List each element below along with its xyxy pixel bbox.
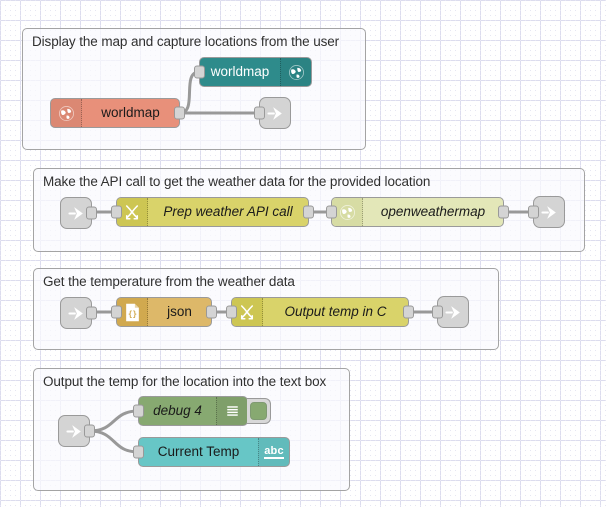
debug-toggle-button[interactable] xyxy=(247,398,271,424)
link-in-icon xyxy=(65,424,81,438)
output-port[interactable] xyxy=(86,306,97,320)
group-label: Display the map and capture locations fr… xyxy=(32,34,340,49)
output-port[interactable] xyxy=(174,106,185,120)
output-port[interactable] xyxy=(84,424,95,438)
node-label: Output temp in C xyxy=(284,304,387,319)
globe-icon xyxy=(332,198,363,226)
output-port[interactable] xyxy=(86,206,97,220)
input-port[interactable] xyxy=(194,65,205,79)
node-label: worldmap xyxy=(210,64,270,79)
group-display-map[interactable]: Display the map and capture locations fr… xyxy=(22,28,366,150)
json-icon: {} xyxy=(117,298,148,326)
output-port[interactable] xyxy=(303,205,314,219)
group-label: Get the temperature from the weather dat… xyxy=(43,274,295,289)
node-link-out-3[interactable] xyxy=(432,296,469,328)
node-json[interactable]: {} json xyxy=(111,297,217,327)
node-openweathermap[interactable]: openweathermap xyxy=(326,197,509,227)
node-link-out-1[interactable] xyxy=(254,97,291,129)
node-prep-weather-api-call[interactable]: Prep weather API call xyxy=(111,197,314,227)
node-output-temp-in-c[interactable]: Output temp in C xyxy=(226,297,414,327)
node-label: debug 4 xyxy=(153,403,202,418)
node-label: Prep weather API call xyxy=(163,204,293,219)
input-port[interactable] xyxy=(528,205,539,219)
link-out-icon xyxy=(540,205,556,219)
globe-icon xyxy=(51,99,82,127)
link-out-icon xyxy=(444,305,460,319)
function-icon xyxy=(117,198,148,226)
function-icon xyxy=(232,298,263,326)
node-label: Current Temp xyxy=(157,444,240,459)
svg-text:{}: {} xyxy=(127,309,136,318)
output-port[interactable] xyxy=(498,205,509,219)
output-port[interactable] xyxy=(403,305,414,319)
globe-icon xyxy=(280,58,311,86)
group-get-temp[interactable]: Get the temperature from the weather dat… xyxy=(33,268,499,350)
node-link-out-2[interactable] xyxy=(528,196,565,228)
link-in-icon xyxy=(67,206,83,220)
node-link-in-3[interactable] xyxy=(60,297,97,329)
node-current-temp[interactable]: Current Temp abc xyxy=(133,437,290,467)
input-port[interactable] xyxy=(133,445,144,459)
abc-icon: abc xyxy=(258,438,289,466)
input-port[interactable] xyxy=(226,305,237,319)
input-port[interactable] xyxy=(432,305,443,319)
group-label: Make the API call to get the weather dat… xyxy=(43,174,431,189)
node-label: worldmap xyxy=(101,105,160,120)
link-out-icon xyxy=(266,106,282,120)
node-debug-4[interactable]: debug 4 xyxy=(133,396,271,426)
input-port[interactable] xyxy=(111,205,122,219)
input-port[interactable] xyxy=(254,106,265,120)
node-link-in-2[interactable] xyxy=(60,197,97,229)
input-port[interactable] xyxy=(326,205,337,219)
input-port[interactable] xyxy=(133,404,144,418)
node-label: openweathermap xyxy=(380,204,486,219)
node-link-in-4[interactable] xyxy=(58,415,95,447)
node-worldmap-out[interactable]: worldmap xyxy=(194,57,312,87)
node-worldmap-in[interactable]: worldmap xyxy=(50,98,185,128)
debug-lines-icon xyxy=(216,397,247,425)
output-port[interactable] xyxy=(206,305,217,319)
debug-toggle-knob xyxy=(250,402,267,420)
group-label: Output the temp for the location into th… xyxy=(43,374,327,389)
link-in-icon xyxy=(67,306,83,320)
input-port[interactable] xyxy=(111,305,122,319)
node-label: json xyxy=(167,304,192,319)
